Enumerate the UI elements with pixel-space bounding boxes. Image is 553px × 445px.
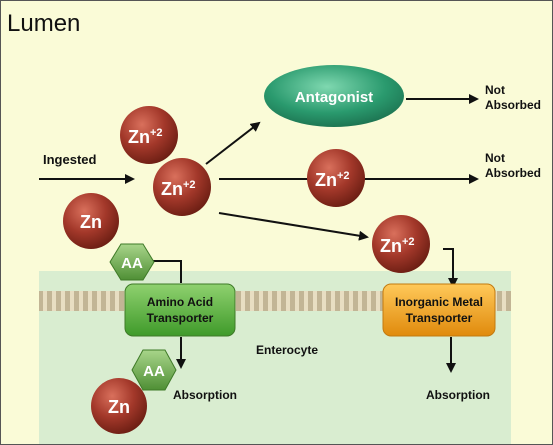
arrow-to-zn-4 bbox=[218, 212, 369, 241]
arrow-to-metal-transporter bbox=[443, 248, 458, 288]
antagonist-node: Antagonist bbox=[264, 65, 404, 127]
zn-plus2-3-text: Zn+2 bbox=[315, 170, 350, 190]
absorption-label-2: Absorption bbox=[426, 388, 490, 402]
amino-acid-transporter: Amino Acid Transporter bbox=[124, 283, 236, 337]
aa-hexagon-2: AA bbox=[131, 349, 177, 391]
not-absorbed-2-line2: Absorbed bbox=[485, 166, 541, 180]
zn-plus2-ion-1: Zn+2 bbox=[120, 106, 178, 164]
zn-1-text: Zn bbox=[80, 212, 102, 232]
not-absorbed-1-line1: Not bbox=[485, 83, 505, 97]
not-absorbed-label-2: Not Absorbed bbox=[485, 151, 541, 180]
metal-transporter-line1: Inorganic Metal bbox=[395, 295, 483, 309]
absorption-label-1: Absorption bbox=[173, 388, 237, 402]
metal-transporter-line2: Transporter bbox=[406, 311, 473, 325]
lumen-title: Lumen bbox=[7, 10, 80, 37]
aa-hexagon-1: AA bbox=[109, 243, 155, 281]
zn-plus2-ion-4: Zn+2 bbox=[372, 215, 430, 273]
zn-plus2-ion-2: Zn+2 bbox=[153, 158, 211, 216]
aa-to-transporter-line bbox=[153, 260, 182, 283]
zn-plus2-2-text: Zn+2 bbox=[161, 179, 196, 199]
zn-plus2-1-text: Zn+2 bbox=[128, 127, 163, 147]
zn-2-text: Zn bbox=[108, 397, 130, 417]
amino-transporter-line1: Amino Acid bbox=[147, 295, 213, 309]
amino-transporter-line2: Transporter bbox=[147, 311, 214, 325]
enterocyte-label: Enterocyte bbox=[256, 343, 318, 357]
inorganic-metal-transporter: Inorganic Metal Transporter bbox=[382, 283, 496, 337]
ingested-label: Ingested bbox=[43, 152, 97, 167]
zn-ion-2: Zn bbox=[91, 378, 147, 434]
aa-2-text: AA bbox=[143, 363, 165, 380]
antagonist-label: Antagonist bbox=[295, 89, 373, 106]
not-absorbed-label-1: Not Absorbed bbox=[485, 83, 541, 112]
not-absorbed-1-line2: Absorbed bbox=[485, 98, 541, 112]
aa-1-text: AA bbox=[121, 255, 143, 272]
zn-plus2-4-text: Zn+2 bbox=[380, 236, 415, 256]
arrow-to-antagonist bbox=[205, 121, 261, 165]
not-absorbed-2-line1: Not bbox=[485, 151, 505, 165]
zn-ion-1: Zn bbox=[63, 193, 119, 249]
zn-plus2-ion-3: Zn+2 bbox=[307, 149, 365, 207]
